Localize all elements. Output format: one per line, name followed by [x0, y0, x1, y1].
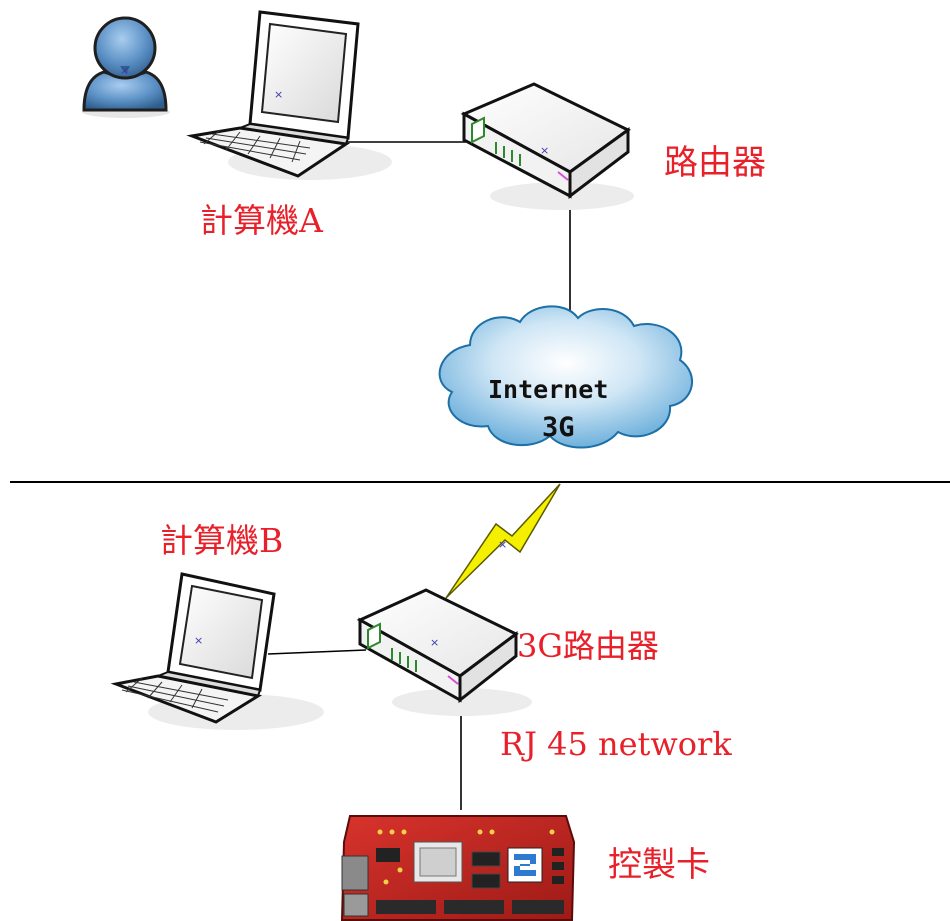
svg-text:×: × — [430, 636, 439, 649]
link-laptop-b-3g-router — [267, 649, 367, 655]
svg-text:×: × — [120, 64, 129, 77]
svg-text:×: × — [540, 144, 549, 157]
computer-b-label: 計算機B — [160, 521, 284, 560]
router-label: 路由器 — [664, 143, 766, 183]
lightning-icon: × — [445, 483, 561, 599]
svg-text:×: × — [498, 538, 507, 551]
connection-lines — [267, 141, 571, 810]
computer-a-label: 計算機A — [200, 201, 323, 240]
circuit-board-icon — [340, 815, 576, 921]
cloud-line1: Internet — [488, 375, 608, 404]
router-3g-icon: × — [356, 588, 532, 716]
laptop-icon: × — [110, 572, 324, 730]
svg-text:×: × — [194, 634, 203, 647]
rj45-label: RJ 45 network — [500, 725, 732, 763]
router-icon: × — [460, 82, 634, 210]
laptop-icon: × — [186, 10, 392, 180]
cloud-icon: Internet 3G — [438, 305, 693, 449]
svg-text:×: × — [274, 88, 283, 101]
router-3g-label: 3G路由器 — [517, 627, 659, 665]
user-icon: × — [82, 16, 170, 118]
cloud-line2: 3G — [542, 412, 575, 443]
control-card-label: 控製卡 — [608, 845, 710, 885]
